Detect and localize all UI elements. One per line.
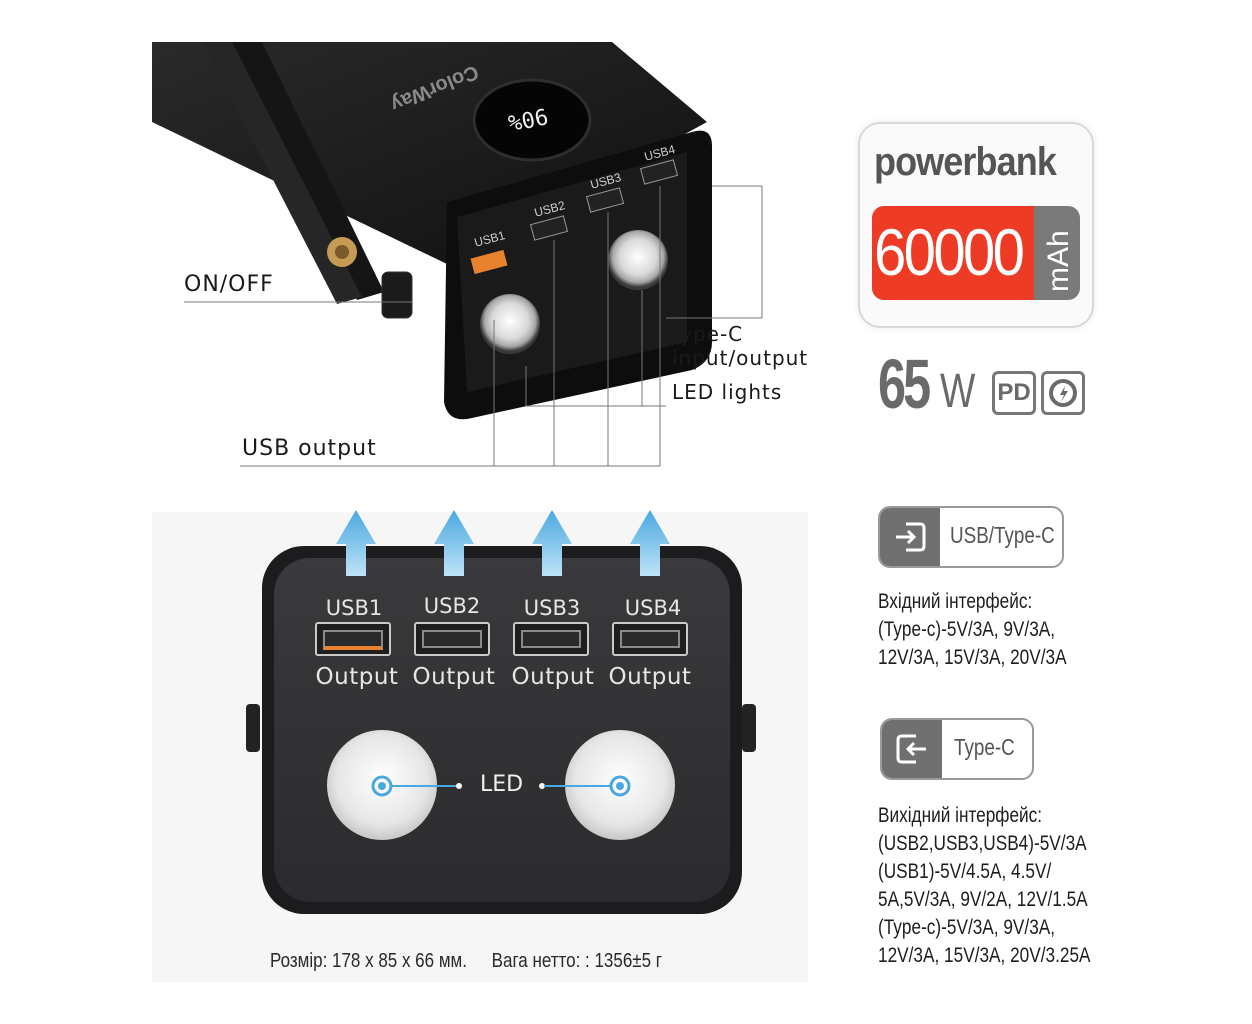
- power-unit: W: [940, 365, 976, 418]
- port-title-usb4: USB4: [624, 596, 682, 620]
- led-connector: [371, 775, 631, 797]
- capacity-unit: mAh: [1042, 230, 1075, 292]
- input-spec-line: (Type-c)-5V/3A, 9V/3A,: [878, 618, 1056, 641]
- arrow-up-icon: [532, 510, 572, 576]
- powerbank-word: powerbank: [874, 140, 1057, 184]
- capacity-box: [872, 206, 1080, 300]
- output-spec-line: (USB2,USB3,USB4)-5V/3A: [878, 832, 1087, 855]
- input-interface-chip: USB/Type-C: [878, 506, 1064, 568]
- output-spec-line: (USB1)-5V/4.5A, 4.5V/: [878, 860, 1052, 883]
- output-spec: Вихідний інтерфейс: (USB2,USB3,USB4)-5V/…: [878, 802, 1091, 970]
- on-off-label: ON/OFF: [184, 272, 274, 297]
- arrow-up-icon: [336, 510, 376, 576]
- arrow-up-icon: [630, 510, 670, 576]
- right-side-tab: [742, 704, 756, 752]
- led-lights-label: LED lights: [672, 380, 783, 404]
- logout-icon: [882, 720, 942, 778]
- quick-charge-icon: [1041, 371, 1085, 415]
- port-sub-usb3: Output: [511, 664, 595, 690]
- led-label: LED: [480, 772, 524, 797]
- port-sub-usb4: Output: [608, 664, 692, 690]
- left-side-tab: [246, 704, 260, 752]
- type-c-label-line1: Type-C: [670, 322, 744, 346]
- usb4-port: [612, 622, 688, 656]
- input-spec: Вхідний інтерфейс: (Type-c)-5V/3A, 9V/3A…: [878, 588, 1067, 672]
- output-interface-chip: Type-C: [880, 718, 1034, 780]
- power-bank-illustration: [152, 42, 712, 420]
- output-spec-line: Вихідний інтерфейс:: [878, 804, 1043, 827]
- product-photo: ColorWay 90% USB1 USB2 USB3 USB4: [152, 42, 712, 420]
- usb-output-label: USB output: [242, 436, 377, 461]
- port-title-usb1: USB1: [325, 596, 383, 620]
- port-title-usb2: USB2: [423, 594, 481, 618]
- output-chip-label: Type-C: [954, 734, 1015, 760]
- arrow-up-icon: [434, 510, 474, 576]
- usb3-port: [513, 622, 589, 656]
- device-face: [274, 558, 730, 902]
- dimensions-text: Розмір: 178 х 85 х 66 мм.: [270, 950, 467, 972]
- output-spec-line: 12V/3A, 15V/3A, 20V/3.25A: [878, 944, 1091, 967]
- capacity-highlight: [872, 206, 1034, 300]
- usb1-port: [315, 622, 391, 656]
- port-title-usb3: USB3: [523, 596, 581, 620]
- port-sub-usb2: Output: [412, 664, 496, 690]
- output-spec-line: 5A,5V/3A, 9V/2A, 12V/1.5A: [878, 888, 1088, 911]
- power-value: 65: [878, 345, 931, 423]
- output-arrows: [336, 510, 670, 576]
- type-c-label-line2: input/output: [672, 346, 809, 370]
- usb2-port: [414, 622, 490, 656]
- capacity-value: 60000: [874, 215, 1025, 289]
- pd-badge: PD: [992, 371, 1036, 415]
- input-spec-line: 12V/3A, 15V/3A, 20V/3A: [878, 646, 1067, 669]
- login-icon: [880, 508, 940, 566]
- input-chip-label: USB/Type-C: [950, 522, 1055, 548]
- output-spec-line: (Type-c)-5V/3A, 9V/3A,: [878, 916, 1056, 939]
- input-spec-line: Вхідний інтерфейс:: [878, 590, 1033, 613]
- port-sub-usb1: Output: [315, 664, 399, 690]
- specs-footer: Розмір: 178 х 85 х 66 мм. Вага нетто: : …: [270, 950, 662, 973]
- weight-text: Вага нетто: : 1356±5 г: [491, 950, 663, 972]
